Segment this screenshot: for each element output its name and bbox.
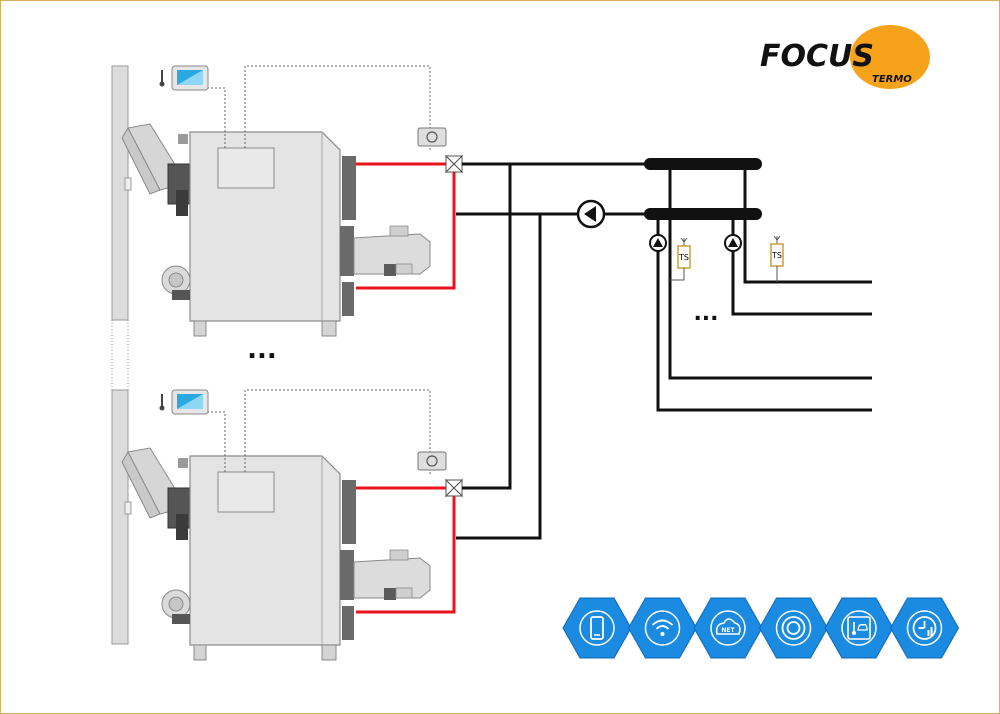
sensor-label: TS [771,251,782,260]
temperature-sensor-1: TS [670,237,691,281]
svg-text:FOCUS: FOCUS [760,39,874,74]
timer-icon [906,610,943,646]
wifi-icon [644,610,681,646]
boiler-ellipsis: ... [247,335,277,365]
hex-badge-smartphone [562,597,632,659]
hex-badge-wifi [627,597,698,659]
supply-header [644,158,762,170]
hex-badge-thermostat [758,597,829,659]
hex-badge-timer [889,597,960,659]
feature-icons: NET [562,597,960,659]
main-pipework [456,162,650,540]
circuit-ellipsis: ... [693,301,718,326]
hex-badge-weather-sensor [824,597,894,659]
thermostat-icon [775,610,812,646]
net-icon: NET [710,610,746,646]
circuit-pump-2 [724,234,742,252]
circulation-pump [576,199,606,229]
heating-circuits [656,170,872,412]
focus-termo-logo: FOCUS TERMO [760,25,930,89]
hex-badge-net: NET [693,597,763,659]
logo-subtitle: TERMO [872,74,912,85]
circuit-pump-1 [649,234,667,252]
svg-text:NET: NET [721,627,735,634]
sensor-label: TS [678,253,689,262]
temperature-sensor-2: TS [770,235,784,282]
boiler-unit-1 [110,64,464,338]
boiler-unit-2 [110,388,464,662]
weather-sensor-icon [841,610,877,646]
return-header [644,208,762,220]
smartphone-icon [579,610,615,646]
